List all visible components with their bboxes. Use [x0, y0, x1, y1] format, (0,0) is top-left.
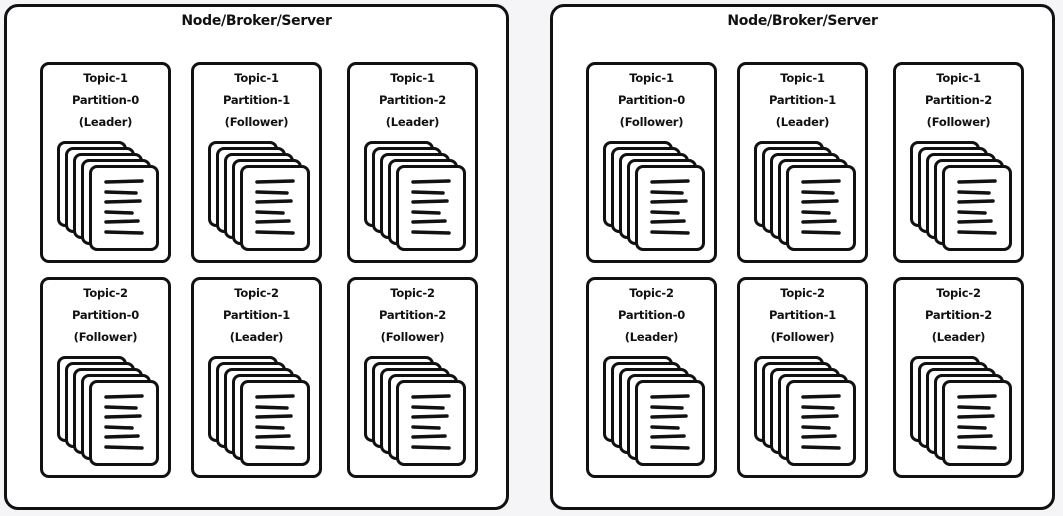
topic-label: Topic-1: [780, 71, 825, 85]
partition-label: Partition-0: [71, 93, 140, 107]
partition-label: Partition-1: [222, 93, 291, 107]
node-title: Node/Broker/Server: [181, 13, 332, 29]
partition-label: Partition-1: [768, 308, 837, 322]
role-label: (Leader): [78, 115, 133, 129]
role-label: (Leader): [931, 330, 986, 344]
topic-label: Topic-1: [629, 71, 674, 85]
node-title: Node/Broker/Server: [727, 13, 878, 29]
partition-label: Partition-0: [617, 93, 686, 107]
role-label: (Follower): [926, 115, 991, 129]
partition-label: Partition-1: [222, 308, 291, 322]
topic-label: Topic-2: [936, 286, 981, 300]
topic-label: Topic-2: [83, 286, 128, 300]
topic-label: Topic-2: [629, 286, 674, 300]
partition-label: Partition-2: [924, 308, 993, 322]
role-label: (Leader): [229, 330, 284, 344]
topic-label: Topic-1: [234, 71, 279, 85]
role-label: (Follower): [770, 330, 835, 344]
partition-label: Partition-2: [378, 308, 447, 322]
topic-label: Topic-1: [936, 71, 981, 85]
role-label: (Leader): [624, 330, 679, 344]
topic-label: Topic-2: [390, 286, 435, 300]
role-label: (Leader): [775, 115, 830, 129]
role-label: (Leader): [385, 115, 440, 129]
role-label: (Follower): [224, 115, 289, 129]
partition-label: Partition-2: [924, 93, 993, 107]
partition-label: Partition-0: [71, 308, 140, 322]
topic-label: Topic-1: [83, 71, 128, 85]
role-label: (Follower): [380, 330, 445, 344]
topic-label: Topic-1: [390, 71, 435, 85]
partition-label: Partition-0: [617, 308, 686, 322]
topic-label: Topic-2: [234, 286, 279, 300]
role-label: (Follower): [73, 330, 138, 344]
topic-label: Topic-2: [780, 286, 825, 300]
partition-label: Partition-1: [768, 93, 837, 107]
partition-label: Partition-2: [378, 93, 447, 107]
role-label: (Follower): [619, 115, 684, 129]
